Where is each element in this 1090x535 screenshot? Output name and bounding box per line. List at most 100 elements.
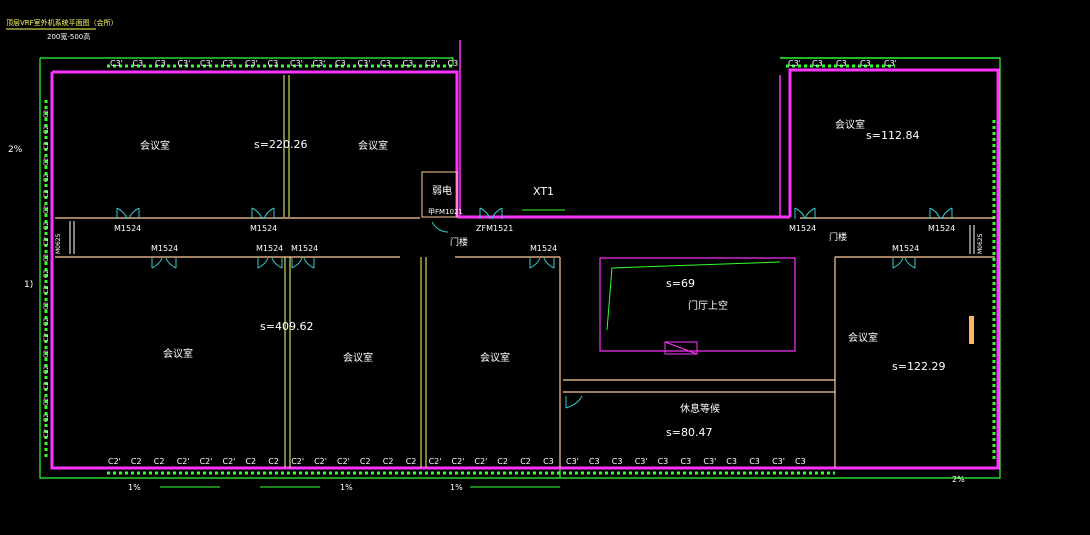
unit-tag: C2': [43, 236, 50, 246]
unit-tag: C2': [200, 457, 213, 466]
unit-tag: C2': [43, 156, 50, 166]
stair-label-1: 门楼: [450, 236, 468, 248]
unit-tag: C2': [474, 457, 487, 466]
unit-tag: C3: [836, 59, 847, 68]
stair-markers: [69, 221, 975, 254]
unit-tag: C3': [703, 457, 716, 466]
door-code: M1524: [250, 224, 277, 233]
door-zfm-label: ZFM1521: [476, 224, 513, 233]
door-code: M1524: [114, 224, 141, 233]
unit-tag: C3: [133, 59, 144, 68]
unit-tag: C2: [43, 254, 50, 262]
unit-tag: C2: [43, 110, 50, 118]
room-name-4: 会议室: [163, 347, 193, 360]
unit-tag: C3': [313, 59, 326, 68]
room-name-5: 会议室: [343, 351, 373, 364]
unit-tag: C3': [425, 59, 438, 68]
unit-tag: C2': [177, 457, 190, 466]
unit-tag: C3: [812, 59, 823, 68]
unit-tag: C3: [403, 59, 414, 68]
room-area-3: s=112.84: [866, 129, 919, 142]
door-code: M1524: [151, 244, 178, 253]
unit-tag: C3': [178, 59, 191, 68]
unit-tag: C2: [43, 190, 50, 198]
unit-tag: C3: [726, 457, 737, 466]
unit-tag: C3: [543, 457, 554, 466]
hvac-unit: [664, 341, 698, 355]
unit-tag: C2': [43, 124, 50, 134]
unit-tag: C2: [43, 222, 50, 230]
stair-label-2: 门楼: [829, 231, 847, 243]
door-fm-label: 甲FM1021: [428, 208, 463, 216]
hvac-unit-cross: [664, 341, 698, 355]
unit-tag: C2: [131, 457, 142, 466]
drawing-scale: 200宽-500高: [47, 32, 90, 41]
unit-tag: C3: [795, 457, 806, 466]
equipment-marker: [969, 316, 974, 344]
room-name-lounge: 休息等候: [680, 402, 720, 415]
room-name-1: 会议室: [140, 139, 170, 152]
unit-tag: C3': [290, 59, 303, 68]
unit-tag: C3: [860, 59, 871, 68]
unit-tag: C3: [380, 59, 391, 68]
atrium-green-line: [606, 261, 781, 331]
unit-tag: C2': [43, 428, 50, 438]
xt1-label: XT1: [533, 185, 554, 198]
unit-tag: C2': [314, 457, 327, 466]
unit-tag: C2: [43, 382, 50, 390]
corridor-lines: [55, 217, 995, 468]
door-code: M1524: [892, 244, 919, 253]
unit-tag: C3: [335, 59, 346, 68]
unit-tag: C2: [154, 457, 165, 466]
door-code: M1524: [530, 244, 557, 253]
door-code: M1524: [256, 244, 283, 253]
left-unit-tags: C2C2'C2C2'C2C2C2'C2C2'C2C2C2'C2C2C2'C2C2…: [43, 110, 50, 438]
unit-tag: C3: [749, 457, 760, 466]
unit-tag: C2': [452, 457, 465, 466]
room-name-3: 会议室: [835, 118, 865, 131]
slope-right: 2%: [952, 475, 965, 484]
weak-current-room: [421, 171, 458, 218]
unit-tag: C3: [223, 59, 234, 68]
unit-tag: C3: [612, 457, 623, 466]
room-name-6: 会议室: [480, 351, 510, 364]
room-area-4: s=409.62: [260, 320, 313, 333]
weak-current-label: 弱电: [432, 184, 452, 197]
unit-tag: C3': [245, 59, 258, 68]
unit-tag: C3': [200, 59, 213, 68]
unit-tag: C3: [658, 457, 669, 466]
room-name-atrium: 门厅上空: [688, 299, 728, 312]
room-name-2: 会议室: [358, 139, 388, 152]
unit-tag: C3': [358, 59, 371, 68]
unit-tag: C3': [772, 457, 785, 466]
room-area-7: s=122.29: [892, 360, 945, 373]
unit-tag: C3': [788, 59, 801, 68]
unit-tag: C3': [110, 59, 123, 68]
unit-tag: C2': [43, 332, 50, 342]
unit-tag: C3: [155, 59, 166, 68]
unit-tag: C3': [566, 457, 579, 466]
room-area-atrium: s=69: [666, 277, 695, 290]
unit-tag: C2': [223, 457, 236, 466]
unit-tag: C3': [884, 59, 897, 68]
unit-tag: C2: [360, 457, 371, 466]
unit-tag: C2: [43, 174, 50, 182]
unit-tag: C3': [635, 457, 648, 466]
unit-tag: C2': [43, 364, 50, 374]
unit-tag: C2': [291, 457, 304, 466]
unit-tag: C3: [681, 457, 692, 466]
room-area-1: s=220.26: [254, 138, 307, 151]
slope-bottom-1: 1%: [128, 483, 141, 492]
unit-tag: C2: [43, 270, 50, 278]
unit-tag: C2: [43, 318, 50, 326]
slope-bottom-3: 1%: [450, 483, 463, 492]
side-label-left: M0625: [55, 233, 62, 254]
unit-tag: C2: [268, 457, 279, 466]
unit-tag: C2: [520, 457, 531, 466]
slope-left: 2%: [8, 145, 23, 155]
left-marker-label: 1): [24, 280, 33, 290]
side-label-right: M0625: [977, 233, 984, 254]
